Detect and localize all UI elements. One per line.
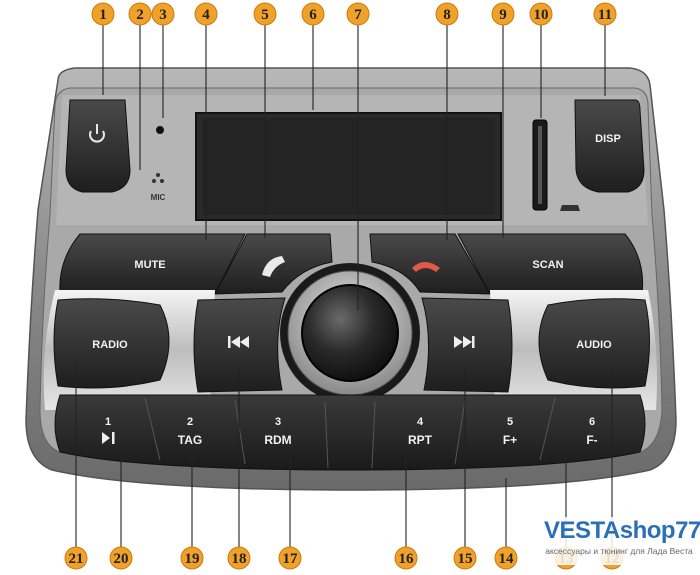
mute-label: MUTE xyxy=(134,259,165,271)
preset-5-text: F+ xyxy=(503,433,517,447)
preset-2-button[interactable]: 2 TAG xyxy=(178,416,202,447)
callout-18: 18 xyxy=(227,546,251,570)
preset-1-number: 1 xyxy=(105,416,111,428)
callout-17: 17 xyxy=(278,546,302,570)
callout-21: 21 xyxy=(64,546,88,570)
preset-4-button[interactable]: 4 RPT xyxy=(408,416,433,447)
callout-4: 4 xyxy=(194,2,218,26)
svg-text:5: 5 xyxy=(261,7,269,23)
svg-text:9: 9 xyxy=(499,7,507,23)
callout-11: 11 xyxy=(593,2,617,26)
mic-label: MIC xyxy=(151,193,166,202)
prev-track-icon xyxy=(228,336,249,348)
preset-2-text: TAG xyxy=(178,433,202,447)
callout-8: 8 xyxy=(435,2,459,26)
svg-text:17: 17 xyxy=(283,551,299,567)
preset-bar xyxy=(54,394,646,471)
callout-15: 15 xyxy=(453,546,477,570)
mic-indicator: MIC xyxy=(151,173,166,202)
callout-16: 16 xyxy=(394,546,418,570)
preset-5-button[interactable]: 5 F+ xyxy=(503,416,517,447)
audio-button[interactable] xyxy=(538,298,650,389)
callout-2: 2 xyxy=(128,2,152,26)
preset-6-number: 6 xyxy=(589,416,595,428)
svg-text:18: 18 xyxy=(232,551,247,567)
play-pause-icon xyxy=(102,432,115,444)
preset-1-button[interactable]: 1 xyxy=(102,416,115,444)
callout-14: 14 xyxy=(494,546,518,570)
svg-text:3: 3 xyxy=(159,7,167,23)
svg-text:4: 4 xyxy=(202,7,210,23)
preset-3-number: 3 xyxy=(275,416,281,428)
svg-text:14: 14 xyxy=(499,551,515,567)
svg-text:6: 6 xyxy=(309,7,317,23)
svg-text:19: 19 xyxy=(185,551,200,567)
preset-2-number: 2 xyxy=(187,416,193,428)
callout-3: 3 xyxy=(151,2,175,26)
callout-19: 19 xyxy=(180,546,204,570)
preset-4-text: RPT xyxy=(408,433,433,447)
callout-6: 6 xyxy=(301,2,325,26)
svg-text:8: 8 xyxy=(443,7,451,23)
callout-9: 9 xyxy=(491,2,515,26)
radio-button[interactable] xyxy=(53,298,170,389)
power-button[interactable] xyxy=(65,99,131,193)
radio-label: RADIO xyxy=(92,339,128,351)
preset-dividers xyxy=(144,397,556,469)
callout-20: 20 xyxy=(109,546,133,570)
svg-text:20: 20 xyxy=(114,551,129,567)
disp-button[interactable]: DISP xyxy=(574,99,645,193)
scan-label: SCAN xyxy=(532,259,563,271)
volume-knob[interactable] xyxy=(280,263,420,403)
preset-6-button[interactable]: 6 F- xyxy=(586,416,597,447)
callout-7: 7 xyxy=(346,2,370,26)
preset-5-number: 5 xyxy=(507,416,513,428)
svg-text:15: 15 xyxy=(458,551,473,567)
preset-3-text: RDM xyxy=(264,433,291,447)
audio-label: AUDIO xyxy=(576,339,612,351)
next-track-icon xyxy=(454,336,475,348)
svg-text:7: 7 xyxy=(354,7,362,23)
preset-4-number: 4 xyxy=(417,416,424,428)
callout-1: 1 xyxy=(91,2,115,26)
leader-lines xyxy=(75,24,613,547)
disp-label: DISP xyxy=(595,133,621,145)
svg-text:16: 16 xyxy=(399,551,415,567)
watermark: VESTAshop77 аксессуары и тюнинг для Лада… xyxy=(544,517,700,565)
sd-card-icon xyxy=(560,205,580,211)
watermark-title: VESTAshop77 xyxy=(544,517,700,544)
mic-hole-icon xyxy=(156,126,164,134)
call-end-icon xyxy=(412,262,440,272)
callout-5: 5 xyxy=(253,2,277,26)
call-accept-icon xyxy=(262,256,285,277)
callout-10: 10 xyxy=(529,2,553,26)
preset-6-text: F- xyxy=(586,433,597,447)
preset-3-button[interactable]: 3 RDM xyxy=(264,416,291,447)
svg-text:10: 10 xyxy=(534,7,549,23)
watermark-subtitle: аксессуары и тюнинг для Лада Веста xyxy=(545,546,693,556)
svg-text:2: 2 xyxy=(136,7,144,23)
power-icon xyxy=(89,124,105,143)
svg-text:1: 1 xyxy=(99,7,107,23)
svg-text:21: 21 xyxy=(69,551,84,567)
svg-text:11: 11 xyxy=(598,7,612,23)
